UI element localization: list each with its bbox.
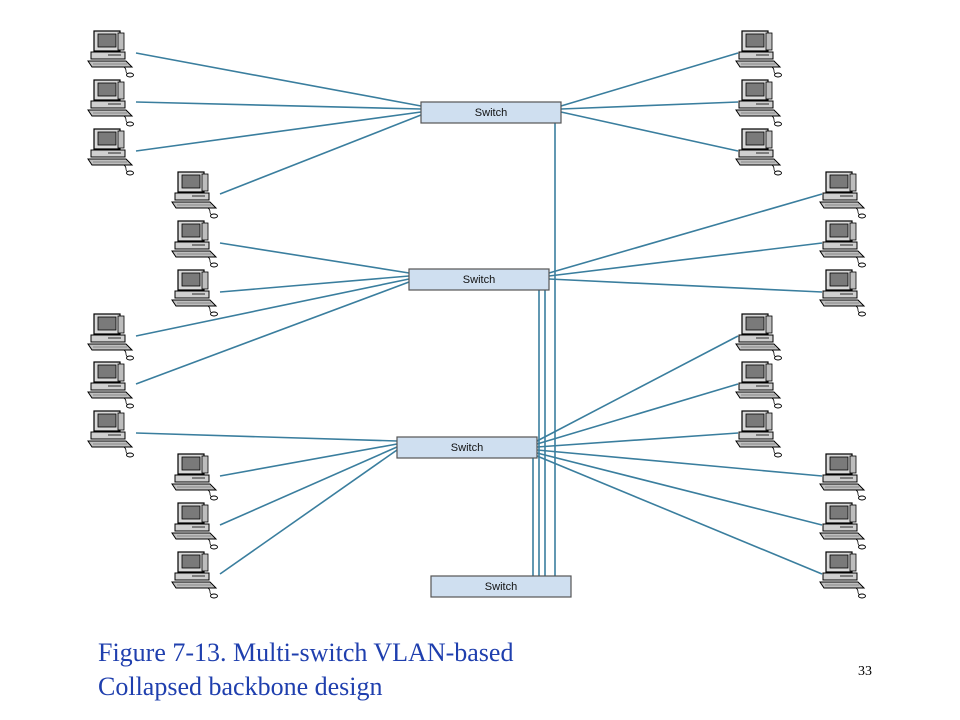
pc-icon xyxy=(171,551,219,599)
pc-link xyxy=(536,455,823,575)
pc-icon xyxy=(87,410,135,458)
pc-link xyxy=(548,193,823,274)
pc-link xyxy=(536,383,739,445)
pc-icon xyxy=(87,313,135,361)
pc-icon xyxy=(819,453,867,501)
pc-link xyxy=(219,242,410,274)
pc-link xyxy=(135,432,398,442)
pc-link xyxy=(135,111,422,152)
switch-3: Switch xyxy=(396,436,538,459)
switch-2-label: Switch xyxy=(463,274,495,286)
caption-line-1: Figure 7-13. Multi-switch VLAN-based xyxy=(98,638,514,667)
switch-2: Switch xyxy=(408,268,550,291)
page-number: 33 xyxy=(858,664,872,679)
pc-link xyxy=(536,432,739,448)
pc-link xyxy=(219,275,410,293)
pc-link xyxy=(536,452,823,526)
links-layer xyxy=(135,52,823,576)
pc-icon xyxy=(819,171,867,219)
pc-link xyxy=(135,281,410,385)
pc-link xyxy=(536,449,823,477)
pc-link xyxy=(536,335,739,442)
pc-icon xyxy=(87,79,135,127)
pc-icon xyxy=(735,361,783,409)
pc-icon xyxy=(735,128,783,176)
pc-link xyxy=(219,114,422,195)
switch-4-label: Switch xyxy=(485,581,517,593)
switch-3-label: Switch xyxy=(451,442,483,454)
pc-link xyxy=(135,101,422,110)
pc-link xyxy=(560,52,739,107)
pc-icon xyxy=(819,269,867,317)
pc-link xyxy=(219,449,398,575)
switch-4-backbone: Switch xyxy=(430,575,572,598)
pc-link xyxy=(219,443,398,477)
pc-icon xyxy=(735,30,783,78)
pc-link xyxy=(560,101,739,110)
pc-icon xyxy=(87,30,135,78)
pc-icon xyxy=(735,79,783,127)
pc-icon xyxy=(171,220,219,268)
pc-link xyxy=(548,242,823,277)
pc-icon xyxy=(171,269,219,317)
pc-icon xyxy=(819,551,867,599)
pc-link xyxy=(219,446,398,526)
pc-icon xyxy=(171,171,219,219)
pc-link xyxy=(560,111,739,152)
pc-icon xyxy=(819,502,867,550)
pc-icon xyxy=(87,128,135,176)
pc-link xyxy=(135,52,422,107)
pc-icon xyxy=(171,453,219,501)
switch-1: Switch xyxy=(420,101,562,124)
pc-link xyxy=(548,278,823,293)
figure-caption: Figure 7-13. Multi-switch VLAN-based Col… xyxy=(98,636,513,704)
pc-icon xyxy=(735,313,783,361)
pc-icon xyxy=(819,220,867,268)
pc-icon xyxy=(171,502,219,550)
switch-1-label: Switch xyxy=(475,107,507,119)
pc-icon xyxy=(735,410,783,458)
pc-link xyxy=(135,278,410,337)
caption-line-2: Collapsed backbone design xyxy=(98,672,383,701)
pc-icon xyxy=(87,361,135,409)
